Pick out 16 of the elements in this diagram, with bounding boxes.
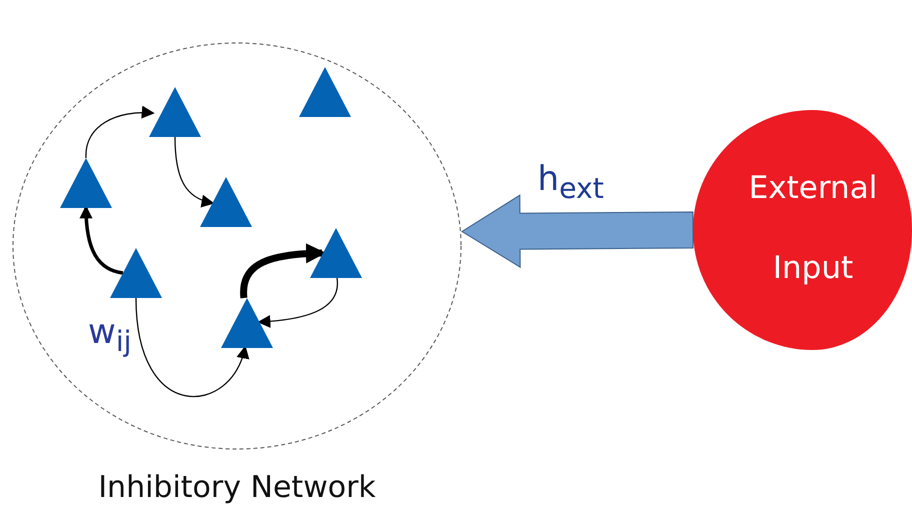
- neuron-triangle: [299, 67, 351, 117]
- arrow: [257, 278, 338, 328]
- weight-label: w$_{ij}$: [88, 312, 132, 358]
- arrow: [85, 106, 155, 158]
- neuron-triangle: [200, 177, 252, 227]
- neuron-triangle: [110, 248, 162, 298]
- neuron-triangle: [221, 298, 273, 348]
- block-arrow: [461, 194, 694, 268]
- neuron-triangle: [310, 228, 362, 278]
- arrow: [135, 298, 248, 397]
- neuron-triangle: [149, 87, 201, 137]
- network-label: Inhibitory Network: [97, 470, 377, 505]
- arrow: [240, 244, 326, 298]
- input-label: External Input: [748, 169, 878, 288]
- neuron-triangle: [60, 158, 112, 208]
- arrow: [174, 136, 214, 207]
